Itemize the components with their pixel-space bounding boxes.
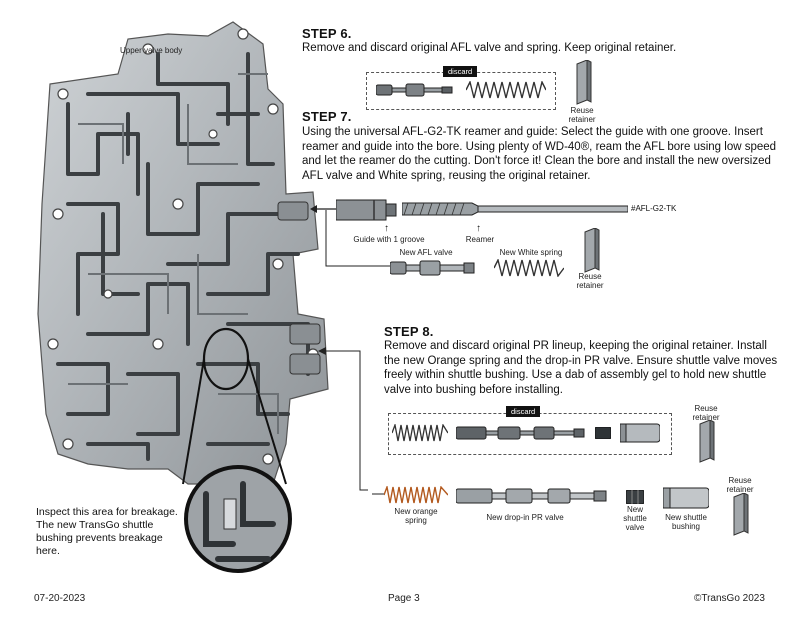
step7-reamer-label: Reamer bbox=[465, 235, 495, 244]
step7-title: STEP 7. bbox=[302, 109, 352, 124]
footer-page-number: Page 3 bbox=[388, 593, 420, 604]
step8-orange-spring bbox=[384, 486, 448, 504]
step6-retainer bbox=[576, 60, 592, 105]
step7-guide-label: Guide with 1 groove bbox=[353, 235, 425, 244]
step8-old-spring bbox=[392, 424, 448, 442]
step6-retainer-label: Reuse retainer bbox=[568, 106, 596, 124]
step8-shuttle-valve bbox=[626, 490, 644, 504]
step8-retainer-top bbox=[699, 420, 715, 463]
valve-body-label: Upper valve body bbox=[120, 46, 183, 55]
footer-copyright: ©TransGo 2023 bbox=[694, 593, 765, 604]
step8-old-bushing bbox=[620, 423, 660, 443]
valve-body-graphic bbox=[37, 21, 329, 573]
step6-text: Remove and discard original AFL valve an… bbox=[302, 42, 677, 54]
step8-pointer-arrow bbox=[318, 347, 368, 491]
step7-reamer-arrow: ↑ bbox=[476, 223, 481, 234]
step8-discard-tag: discard bbox=[506, 406, 541, 417]
step7-retainer-label: Reuse retainer bbox=[576, 272, 604, 290]
step7-part-number: #AFL-G2-TK bbox=[631, 204, 677, 213]
step7-retainer bbox=[584, 228, 600, 273]
step8-shuttle-bushing-label: New shuttle bushing bbox=[665, 513, 707, 531]
step6-discard-tag: discard bbox=[443, 66, 478, 77]
footer-date: 07-20-2023 bbox=[34, 593, 86, 604]
step8-install-line bbox=[372, 493, 384, 495]
step8-retainer-bottom bbox=[733, 493, 749, 536]
step7-spring-label: New White spring bbox=[499, 248, 563, 257]
step7-reamer bbox=[402, 202, 628, 216]
step7-bracket bbox=[325, 210, 392, 267]
step7-guide-arrow: ↑ bbox=[384, 223, 389, 234]
step8-pr-valve bbox=[456, 488, 607, 504]
step8-spring-label: New orange spring bbox=[394, 507, 438, 525]
step6-title: STEP 6. bbox=[302, 26, 352, 41]
step6-spring bbox=[466, 81, 546, 99]
step7-guide bbox=[336, 199, 397, 221]
inspect-note: Inspect this area for breakage. The new … bbox=[36, 506, 178, 557]
step8-pr-valve-label: New drop-in PR valve bbox=[486, 513, 564, 522]
step8-shuttle-valve-label: New shuttle valve bbox=[623, 505, 647, 532]
step7-text: Using the universal AFL-G2-TK reamer and… bbox=[302, 126, 777, 182]
step7-afl-valve bbox=[390, 260, 475, 276]
step8-old-shuttle-valve bbox=[595, 427, 611, 439]
step8-shuttle-bushing bbox=[663, 487, 709, 509]
step6-afl-valve bbox=[376, 83, 453, 97]
step8-old-pr-valve bbox=[456, 426, 585, 440]
step8-retainer-label-top: Reuse retainer bbox=[692, 404, 720, 422]
step8-title: STEP 8. bbox=[384, 324, 434, 339]
step8-text: Remove and discard original PR lineup, k… bbox=[384, 340, 778, 396]
step7-pointer-arrow bbox=[310, 205, 336, 213]
step7-valve-label: New AFL valve bbox=[399, 248, 453, 257]
step8-retainer-label-bottom: Reuse retainer bbox=[726, 476, 754, 494]
step7-white-spring bbox=[494, 259, 564, 277]
valve-body-illustration bbox=[28, 14, 348, 574]
